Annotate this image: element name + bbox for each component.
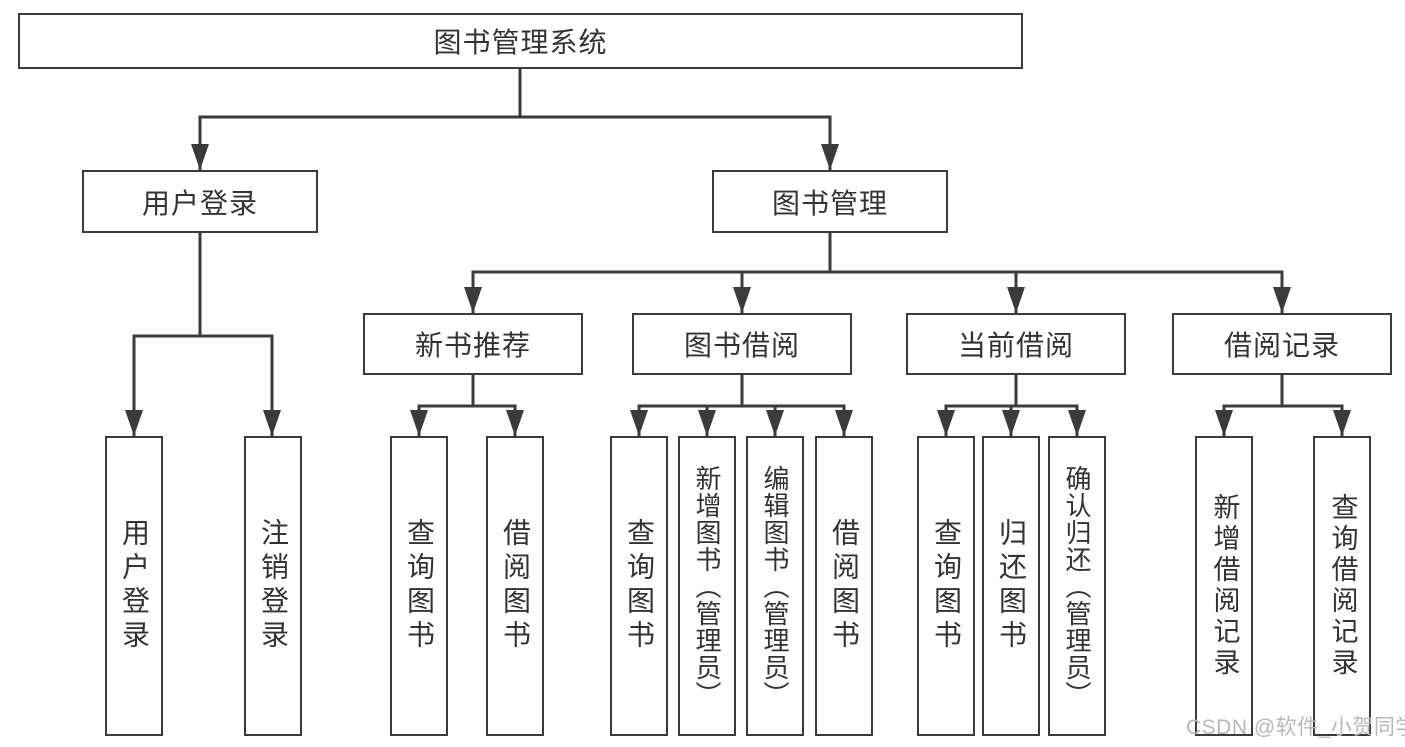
arrow-down-icon (821, 144, 839, 170)
arrow-down-icon (191, 144, 209, 170)
leaf-bb-add-book-admin: 新增图书（管理员） (678, 436, 736, 736)
connector-borrow-group (637, 375, 846, 436)
csdn-watermark: CSDN @软件_小贺同学 (1186, 716, 1405, 739)
node-book-borrowing: 图书借阅 (632, 313, 852, 375)
node-new-book-recommendation-label: 新书推荐 (414, 330, 531, 361)
node-root-label: 图书管理系统 (433, 27, 608, 58)
arrow-down-icon (766, 410, 784, 436)
leaf-cb-query-books: 查询图书 (917, 436, 975, 736)
leaf-cb-confirm-return-admin: 确认归还（管理员） (1048, 436, 1106, 736)
node-book-management-label: 图书管理 (771, 187, 888, 219)
leaf-logout: 注销登录 (244, 436, 302, 736)
connector-root-to-level2 (198, 69, 832, 170)
node-root-system: 图书管理系统 (18, 13, 1023, 69)
arrow-down-icon (125, 410, 143, 436)
connector-bookmgmt-to-groups (471, 233, 1284, 313)
node-current-borrowing: 当前借阅 (906, 313, 1126, 375)
leaf-cb-return-books: 归还图书 (982, 436, 1040, 736)
arrow-down-icon (937, 410, 955, 436)
leaf-user-login: 用户登录 (105, 436, 163, 736)
arrow-down-icon (1333, 410, 1351, 436)
leaf-br-query-record: 查询借阅记录 (1313, 436, 1371, 736)
node-borrowing-records-label: 借阅记录 (1223, 330, 1340, 361)
arrow-down-icon (733, 287, 751, 313)
leaf-br-add-record: 新增借阅记录 (1195, 436, 1253, 736)
connector-newbook-group (417, 375, 517, 436)
node-new-book-recommendation: 新书推荐 (363, 313, 583, 375)
arrow-down-icon (506, 410, 524, 436)
node-current-borrowing-label: 当前借阅 (957, 330, 1074, 361)
arrow-down-icon (630, 410, 648, 436)
node-book-borrowing-label: 图书借阅 (683, 330, 800, 361)
arrow-down-icon (835, 410, 853, 436)
arrow-down-icon (263, 410, 281, 436)
connector-current-group (944, 375, 1079, 436)
leaf-bb-borrow-books: 借阅图书 (815, 436, 873, 736)
arrow-down-icon (698, 410, 716, 436)
leaf-nbr-borrow-books: 借阅图书 (486, 436, 544, 736)
arrow-down-icon (1007, 287, 1025, 313)
leaf-bb-query-books: 查询图书 (610, 436, 668, 736)
arrow-down-icon (1002, 410, 1020, 436)
arrow-down-icon (1068, 410, 1086, 436)
connector-userlogin-to-children (132, 233, 274, 436)
arrow-down-icon (410, 410, 428, 436)
node-borrowing-records: 借阅记录 (1172, 313, 1392, 375)
connector-records-group (1222, 375, 1344, 436)
node-user-login: 用户登录 (82, 170, 318, 233)
arrow-down-icon (1273, 287, 1291, 313)
arrow-down-icon (464, 287, 482, 313)
leaf-nbr-query-books: 查询图书 (390, 436, 448, 736)
node-user-login-label: 用户登录 (141, 187, 258, 219)
node-book-management: 图书管理 (712, 170, 948, 233)
arrow-down-icon (1215, 410, 1233, 436)
leaf-bb-edit-book-admin: 编辑图书（管理员） (746, 436, 804, 736)
